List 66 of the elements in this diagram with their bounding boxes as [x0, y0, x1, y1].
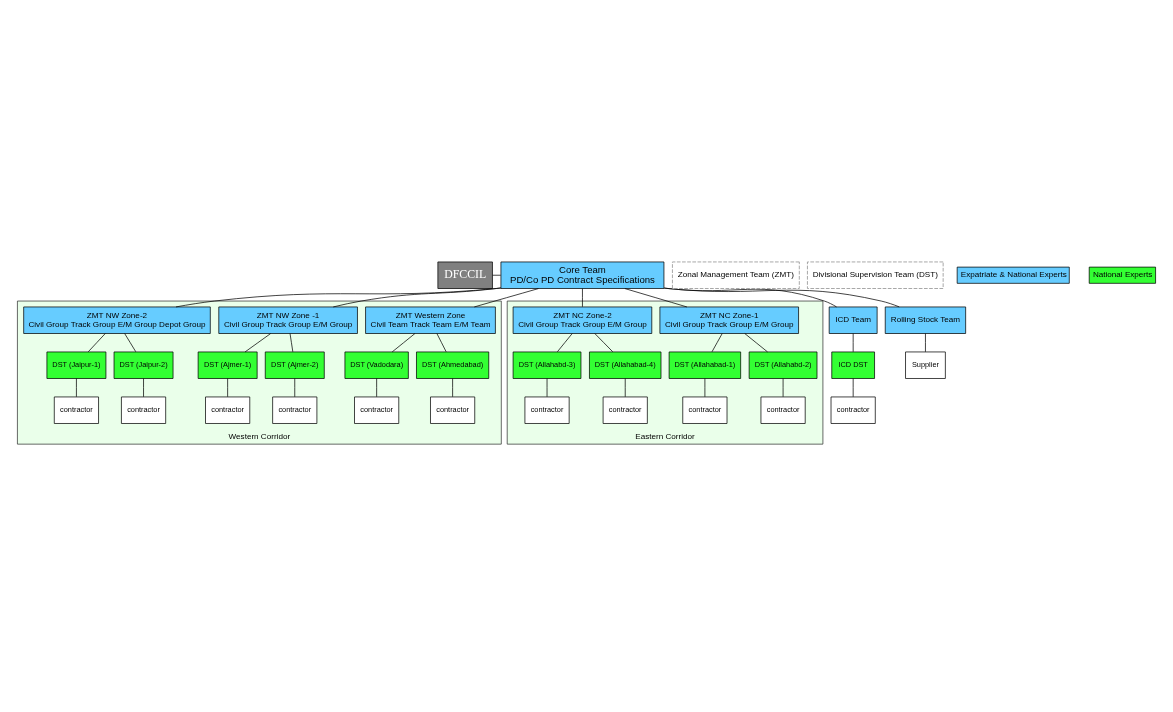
connector [852, 333, 854, 353]
node-box: contractor [205, 396, 251, 424]
node-box: Rolling Stock Team [884, 306, 966, 334]
connector [452, 378, 453, 398]
connector [624, 378, 626, 398]
node-box: contractor [760, 396, 806, 424]
node-box: DST (Allahabad-1) [668, 351, 742, 379]
node-box: DST (Allahabad-4) [589, 351, 662, 379]
node-box: DST (Allahabd-2) [748, 351, 818, 379]
node-box: ZMT NC Zone-1 Civil Group Track Group E/M Group [659, 306, 799, 334]
node-box: contractor [354, 396, 400, 424]
connector [704, 378, 706, 398]
node-box: DST (Ajmer-2) [264, 351, 325, 379]
node-box: DST (Jaipur-1) [46, 351, 107, 379]
node-box: DFCCIL [437, 261, 493, 289]
node-box: contractor [53, 396, 99, 424]
connector [492, 274, 502, 276]
connector [582, 288, 583, 308]
connector [852, 378, 854, 398]
connector [289, 333, 294, 353]
legend-label: National Experts [1092, 270, 1153, 280]
connector [124, 333, 137, 353]
connector [143, 378, 144, 398]
connector [925, 333, 926, 353]
connector [244, 333, 271, 353]
connector [76, 378, 77, 398]
node-box: DST (Vadodara) [344, 351, 409, 379]
connector [227, 378, 228, 398]
node-box: Zonal Management Team (ZMT) [672, 261, 800, 289]
node-box: DST (Ahmedabad) [416, 351, 490, 379]
connector [175, 287, 502, 308]
connector [624, 288, 688, 308]
node-box: ICD DST [831, 351, 875, 379]
node-box: contractor [121, 396, 167, 424]
connector [663, 287, 900, 308]
node-box: ICD Team [828, 306, 878, 334]
connector [546, 378, 548, 398]
connector [473, 288, 539, 308]
node-box: contractor [682, 396, 728, 424]
node-box: Core Team PD/Co PD Contract Specifications [500, 261, 665, 289]
connector [594, 333, 614, 353]
node-box: ZMT NC Zone-2 Civil Group Track Group E/M Group [512, 306, 653, 334]
connector [391, 333, 416, 353]
connector [744, 333, 768, 353]
connector [294, 378, 296, 398]
connector [782, 378, 784, 398]
node-box: contractor [830, 396, 876, 424]
node-box: Divisional Supervision Team (DST) [807, 261, 944, 289]
connector [87, 333, 106, 353]
node-box: DST (Allahabd-3) [512, 351, 582, 379]
connector [711, 333, 723, 353]
node-box: ZMT NW Zone-2 Civil Group Track Group E/M Group Depot Group [23, 306, 211, 334]
node-box: Supplier [905, 351, 946, 379]
legend-label: Expatriate & National Experts [960, 270, 1067, 280]
node-box: contractor [524, 396, 570, 424]
node-box: ZMT NW Zone -1 Civil Group Track Group E/M Group [218, 306, 358, 334]
node-box: DST (Jaipur-2) [113, 351, 174, 379]
node-box: contractor [602, 396, 648, 424]
node-box: contractor [430, 396, 476, 424]
node-box: contractor [272, 396, 318, 424]
connector [332, 287, 502, 308]
node-box: ZMT Western Zone Civil Team Track Team E/M Team [365, 306, 496, 334]
node-box: DST (Ajmer-1) [197, 351, 258, 379]
connector [557, 333, 573, 353]
connector [376, 378, 377, 398]
connector [436, 333, 447, 353]
